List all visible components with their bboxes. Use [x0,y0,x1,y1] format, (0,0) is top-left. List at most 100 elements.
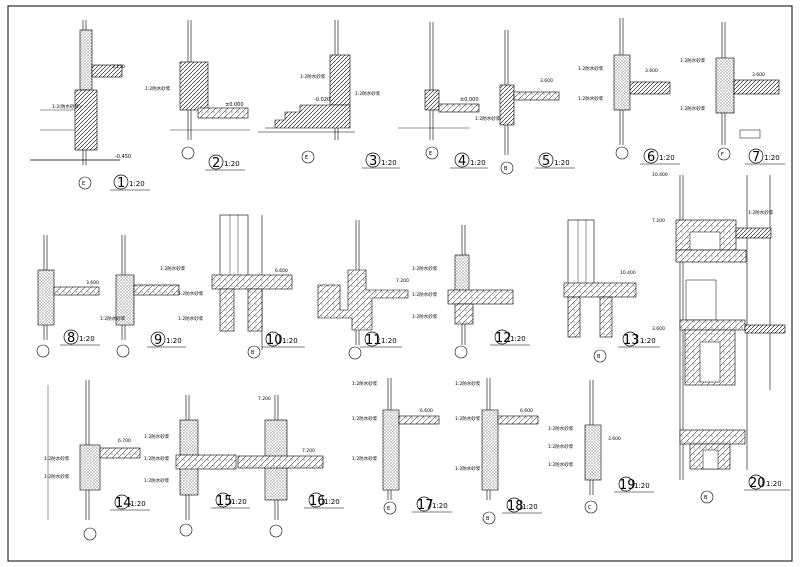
detail-scale: 1:20 [324,498,340,506]
svg-text:1:2防水砂浆: 1:2防水砂浆 [548,461,574,468]
detail-19: 1:2防水砂浆 1:2防水砂浆 1:2防水砂浆 3.600 C 19 1:20 [548,380,654,514]
detail-6: 1:2防水砂浆 1:2防水砂浆 3.600 6 1:20 [578,18,680,165]
svg-text:1:2防水砂浆: 1:2防水砂浆 [412,291,438,298]
level-label: -0.020 [314,97,330,103]
svg-text:1:2防水砂浆: 1:2防水砂浆 [548,425,574,432]
svg-text:1:2防水砂浆: 1:2防水砂浆 [300,73,326,80]
detail-5: 3.600 1:2防水砂浆 B 5 1:20 [475,30,575,175]
detail-number: 4 [458,154,466,169]
detail-number: 20 [749,476,766,491]
svg-text:1:2防水砂浆: 1:2防水砂浆 [412,313,438,320]
detail-15: 1:2防水砂浆 1:2防水砂浆 1:2防水砂浆 15 1:20 [144,395,250,537]
svg-text:3.600: 3.600 [608,436,621,442]
detail-number: 9 [154,333,162,348]
detail-4: ±0.000 E 4 1:20 [398,22,488,169]
detail-16: 7.200 7.200 16 1:20 [237,395,344,538]
detail-12: 1:2防水砂浆 1:2防水砂浆 1:2防水砂浆 12 1:20 [412,225,530,359]
svg-text:1:2防水砂浆: 1:2防水砂浆 [748,209,774,216]
svg-text:1:2防水砂浆: 1:2防水砂浆 [160,265,186,272]
svg-text:6.600: 6.600 [520,408,533,414]
detail-scale: 1:20 [510,335,526,343]
svg-text:7.200: 7.200 [258,396,271,402]
detail-number: 12 [495,331,512,346]
svg-text:1:2防水砂浆: 1:2防水砂浆 [178,290,204,297]
detail-9: 1:2防水砂浆 1:2防水砂浆 9 1:20 [100,235,186,358]
svg-text:7.200: 7.200 [396,278,409,284]
axis-bubble: E [387,506,390,512]
detail-scale: 1:20 [282,337,298,345]
detail-7: 1:2防水砂浆 1:2防水砂浆 3.600 F 7 1:20 [680,22,785,165]
detail-20: 10.400 7.200 3.600 1:2防水砂浆 B 20 1:20 [652,172,790,504]
svg-text:6.700: 6.700 [118,438,131,444]
svg-text:7.200: 7.200 [302,448,315,454]
detail-scale: 1:20 [224,160,240,168]
svg-text:1:2防水砂浆: 1:2防水砂浆 [44,473,70,480]
detail-number: 15 [216,494,233,509]
detail-11: 7.200 11 1:20 [317,220,409,360]
detail-number: 2 [212,156,220,171]
svg-text:1:2防水砂浆: 1:2防水砂浆 [100,315,126,322]
detail-scale: 1:20 [634,482,650,490]
svg-text:1:2防水砂浆: 1:2防水砂浆 [455,465,481,472]
svg-text:1:2防水砂浆: 1:2防水砂浆 [144,477,170,484]
detail-scale: 1:20 [381,159,397,167]
detail-13: 10.400 B 13 1:20 [563,219,660,363]
svg-text:3.600: 3.600 [86,280,99,286]
detail-scale: 1:20 [640,337,656,345]
detail-10: 1:2防水砂浆 1:2防水砂浆 6.600 B 10 1:20 [178,214,305,359]
detail-scale: 1:20 [522,503,538,511]
detail-number: 7 [752,150,760,165]
detail-number: 18 [507,499,524,514]
detail-scale: 1:20 [432,502,448,510]
svg-text:1:2防水砂浆: 1:2防水砂浆 [578,65,604,72]
detail-scale: 1:20 [231,498,247,506]
axis-bubble: E [82,181,85,187]
svg-text:1:2防水砂浆: 1:2防水砂浆 [412,265,438,272]
svg-text:10.400: 10.400 [652,172,668,178]
svg-text:1:2防水砂浆: 1:2防水砂浆 [144,433,170,440]
detail-scale: 1:20 [79,335,95,343]
detail-14: 1:2防水砂浆 1:2防水砂浆 6.700 14 1:20 [44,380,150,541]
detail-scale: 1:20 [129,180,145,188]
svg-text:1:2防水砂浆: 1:2防水砂浆 [355,90,381,97]
detail-number: 8 [67,331,75,346]
svg-text:7.200: 7.200 [652,218,665,224]
axis-bubble: E [305,155,308,161]
svg-text:3.600: 3.600 [652,326,665,332]
detail-number: 3 [369,154,377,169]
svg-text:1:2防水砂浆: 1:2防水砂浆 [352,380,378,387]
axis-bubble: B [504,166,508,172]
detail-scale: 1:20 [470,159,486,167]
detail-number: 17 [417,498,434,513]
detail-scale: 1:20 [130,500,146,508]
detail-scale: 1:20 [554,159,570,167]
svg-text:3.600: 3.600 [752,72,765,78]
level-label: ±0.000 [460,97,479,103]
detail-number: 16 [309,494,326,509]
detail-number: 11 [365,333,382,348]
detail-number: 14 [115,496,132,511]
detail-8: 3.600 8 1:20 [36,235,100,358]
svg-text:1:2防水砂浆: 1:2防水砂浆 [44,455,70,462]
detail-number: 1 [117,176,125,191]
svg-text:1:2防水砂浆: 1:2防水砂浆 [455,415,481,422]
detail-3: 1:2防水砂浆 1:2防水砂浆 -0.020 E 3 1:20 [258,20,400,169]
level-label: -0.450 [115,154,131,160]
detail-number: 6 [647,150,655,165]
detail-number: 10 [266,333,283,348]
axis-bubble: E [429,151,432,157]
detail-scale: 1:20 [381,337,397,345]
svg-text:1:2(防水砂浆): 1:2(防水砂浆) [52,103,81,110]
detail-scale: 1:20 [659,154,675,162]
svg-text:3.600: 3.600 [645,68,658,74]
sheet-border [7,5,793,562]
svg-text:1:2防水砂浆: 1:2防水砂浆 [680,57,706,64]
detail-2: 1:2防水砂浆 ±0.000 2 1:20 [145,20,250,171]
axis-bubble: B [486,516,490,522]
svg-text:1:2防水砂浆: 1:2防水砂浆 [578,95,604,102]
svg-text:1:2防水砂浆: 1:2防水砂浆 [455,380,481,387]
svg-text:1:2防水砂浆: 1:2防水砂浆 [145,85,171,92]
svg-text:1:2防水砂浆: 1:2防水砂浆 [352,415,378,422]
svg-text:1:2防水砂浆: 1:2防水砂浆 [144,455,170,462]
axis-bubble: F [721,152,724,158]
